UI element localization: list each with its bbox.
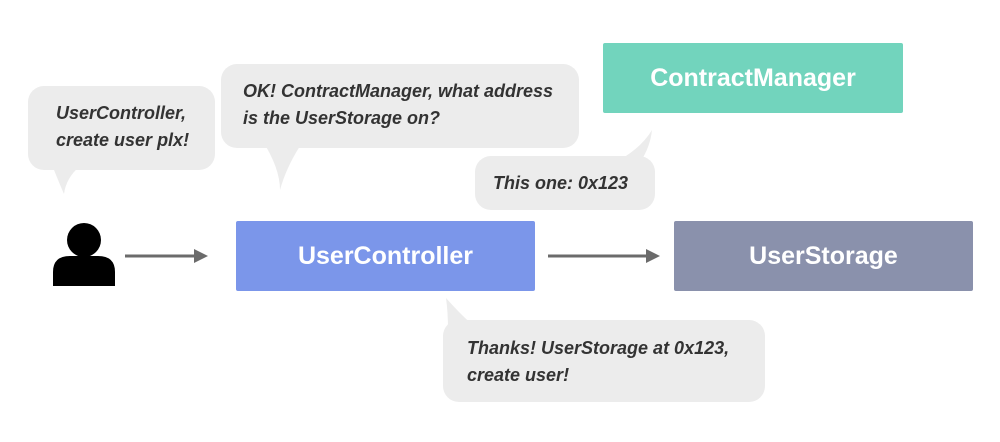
- user-silhouette-icon: [53, 223, 115, 286]
- arrow-user-to-controller: [125, 249, 208, 263]
- bubble-line: create user!: [467, 365, 570, 385]
- user-controller-label: UserController: [297, 241, 474, 270]
- arrow-controller-to-storage: [548, 249, 660, 263]
- user-storage-box: UserStorage: [674, 221, 973, 291]
- bubble-line: is the UserStorage on?: [243, 108, 441, 128]
- user-controller-box: UserController: [236, 221, 535, 291]
- contract-manager-box: ContractManager: [603, 43, 903, 113]
- contract-manager-label: ContractManager: [650, 63, 856, 92]
- speech-bubble-controller-thanks: Thanks! UserStorage at 0x123, create use…: [443, 320, 765, 402]
- bubble-line: Thanks! UserStorage at 0x123,: [467, 338, 730, 358]
- speech-bubble-controller-ask: OK! ContractManager, what address is the…: [221, 64, 579, 148]
- bubble-line: create user plx!: [56, 130, 190, 150]
- bubble-line: UserController,: [56, 103, 187, 123]
- speech-bubble-user: UserController, create user plx!: [28, 86, 215, 170]
- speech-bubble-manager-reply: This one: 0x123: [475, 156, 655, 210]
- bubble-tail-controller-ask: [262, 140, 300, 190]
- user-storage-label: UserStorage: [749, 241, 898, 270]
- bubble-line: OK! ContractManager, what address: [243, 81, 554, 101]
- bubble-tail-manager-reply: [612, 130, 652, 164]
- bubble-line: This one: 0x123: [493, 173, 629, 193]
